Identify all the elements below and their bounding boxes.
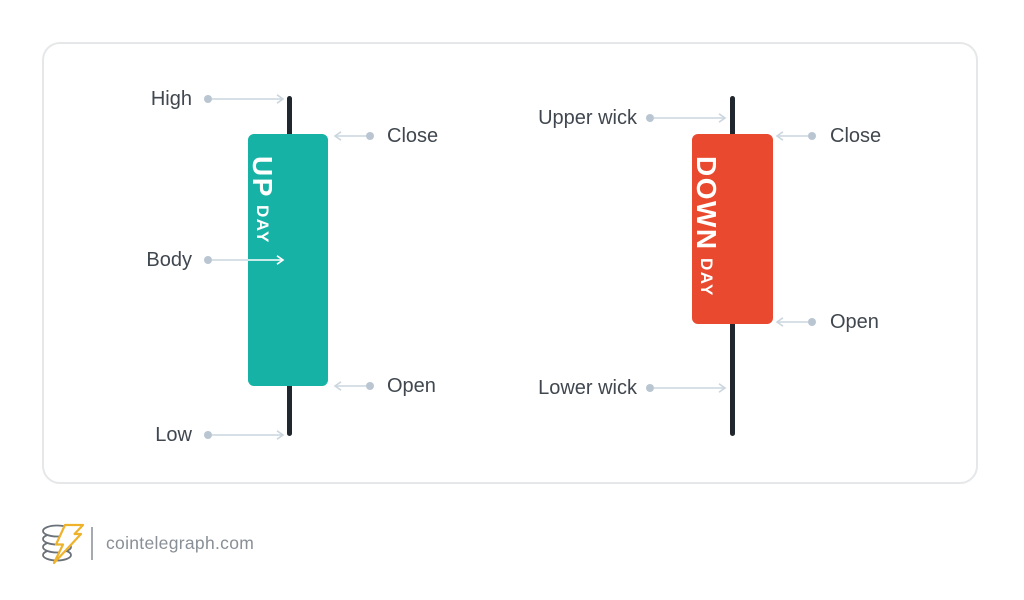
up-candle-label: UP DAY — [247, 156, 278, 386]
diagram-card — [42, 42, 978, 484]
upper-wick-arrow-icon — [645, 112, 729, 124]
label-down-close: Close — [830, 125, 882, 147]
body-arrow-icon — [203, 254, 287, 266]
label-up-open: Open — [387, 375, 436, 397]
label-high: High — [150, 88, 192, 110]
label-down-open: Open — [830, 311, 879, 333]
footer-site-label: cointelegraph.com — [106, 533, 255, 553]
low-arrow-icon — [203, 429, 287, 441]
label-low: Low — [155, 424, 192, 446]
up-candle-label-primary: UP — [247, 156, 278, 198]
up-close-arrow-icon — [333, 130, 375, 142]
lower-wick-arrow-icon — [645, 382, 729, 394]
high-arrow-icon — [203, 93, 287, 105]
up-candle-label-secondary: DAY — [253, 204, 272, 244]
down-open-arrow-icon — [775, 316, 817, 328]
footer-divider — [91, 527, 93, 560]
label-upper-wick: Upper wick — [538, 107, 637, 129]
cointelegraph-logo-icon — [36, 516, 90, 575]
down-candle-label: DOWN DAY — [691, 156, 722, 324]
label-lower-wick: Lower wick — [538, 377, 637, 399]
label-body: Body — [146, 249, 192, 271]
down-candle-label-secondary: DAY — [697, 257, 716, 297]
down-candle-label-primary: DOWN — [691, 156, 722, 251]
down-close-arrow-icon — [775, 130, 817, 142]
down-candle-body: DOWN DAY — [691, 134, 773, 324]
label-up-close: Close — [387, 125, 439, 147]
up-open-arrow-icon — [333, 380, 375, 392]
